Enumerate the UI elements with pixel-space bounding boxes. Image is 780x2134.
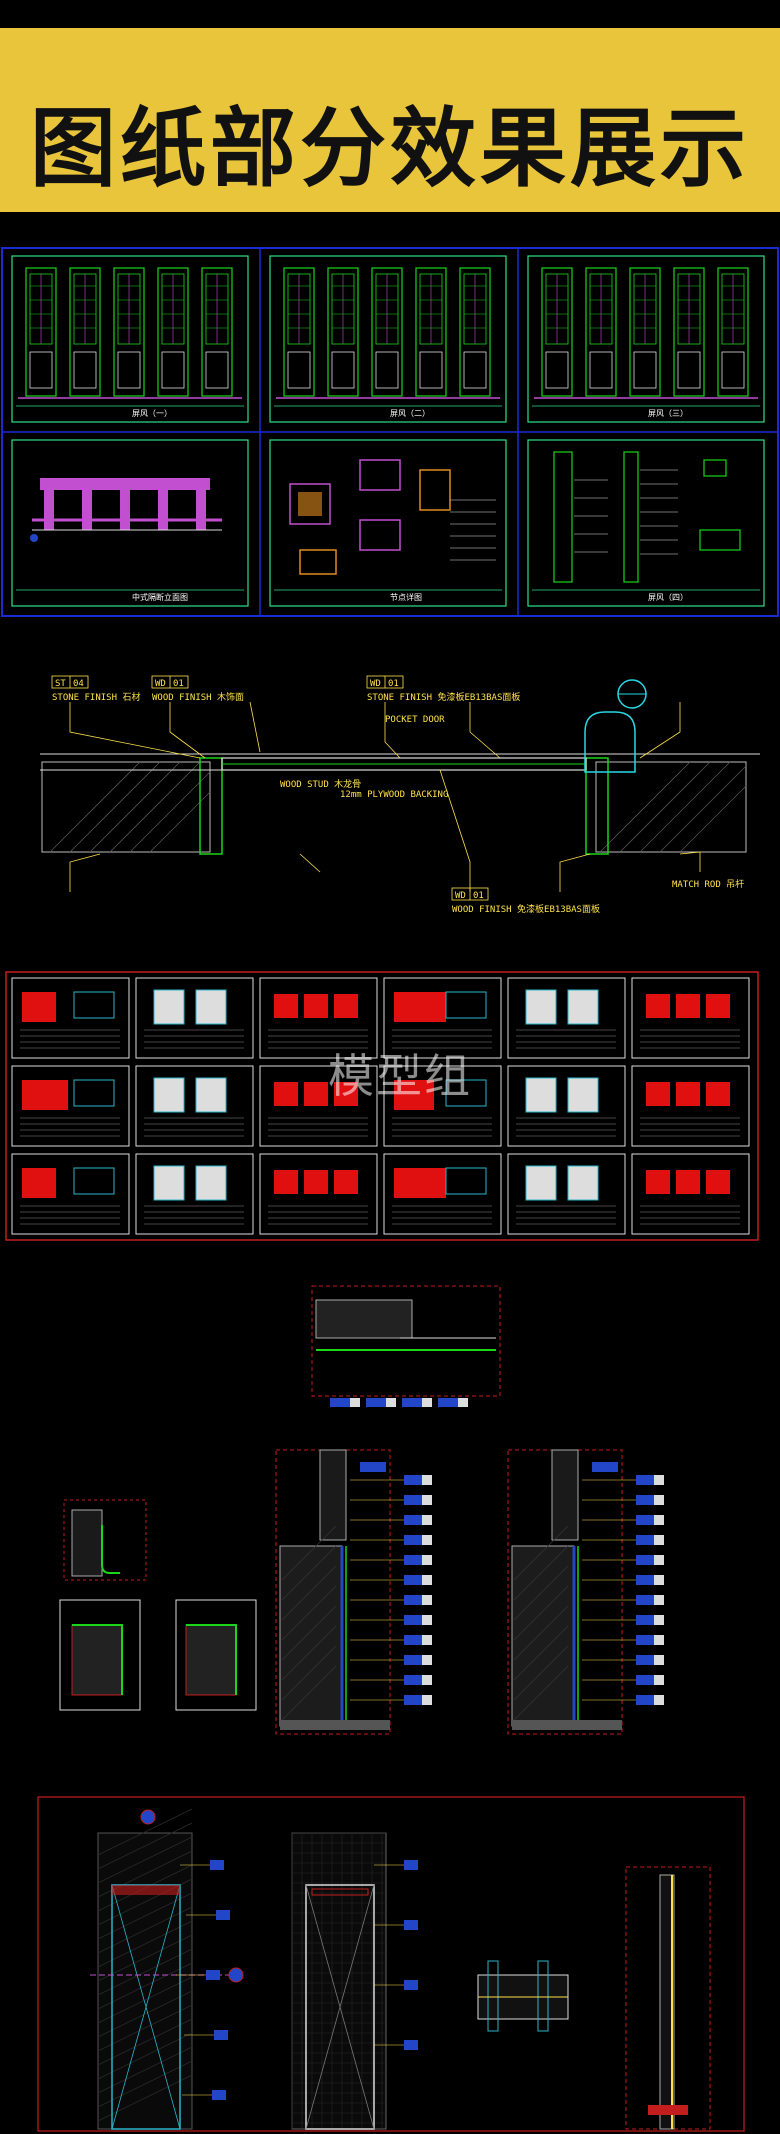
cad-sheet-6: 屏风（四）	[527, 439, 765, 607]
detail-drawings	[0, 1280, 780, 1740]
leader-tag	[374, 1980, 418, 1990]
svg-text:01: 01	[388, 679, 399, 689]
banner-title: 图纸部分效果展示	[30, 99, 750, 199]
note-plywood: 12mm PLYWOOD BACKING	[340, 790, 448, 800]
svg-text:STONE FINISH 石材: STONE FINISH 石材	[52, 691, 140, 703]
detail-tag	[366, 1398, 396, 1407]
wall-section-detail	[275, 1449, 432, 1735]
leader-tag	[176, 1970, 220, 1980]
note-rod: MATCH ROD 吊杆	[672, 878, 744, 890]
cad-sheet-3: 屏风（三）	[527, 255, 765, 423]
sheet-caption: 节点详图	[390, 592, 422, 602]
cad-sheet-2: 屏风（二）	[269, 255, 507, 423]
thumbnail-sheet	[383, 1153, 502, 1235]
sheet-caption: 屏风（一）	[132, 409, 172, 418]
svg-text:04: 04	[73, 679, 84, 689]
leader-tag	[184, 2030, 228, 2040]
cad-sheet-1: 屏风（一）	[11, 255, 249, 423]
cad-sheet-grid-top: 屏风（一） 屏风（二） 屏风（三） 中式隔断立面图 节点详图 屏风（四）	[0, 246, 780, 618]
thumbnail-sheet	[507, 977, 626, 1059]
note-wood-stud: WOOD STUD 木龙骨	[280, 778, 361, 790]
leader-tag	[180, 1860, 224, 1870]
thumbnail-sheet	[11, 977, 130, 1059]
svg-text:WD: WD	[370, 679, 381, 689]
thumbnail-sheet	[631, 1065, 750, 1147]
thumbnail-sheet	[11, 1065, 130, 1147]
cad-thumbnail-grid	[0, 970, 780, 1242]
sheet-caption: 屏风（三）	[648, 409, 688, 418]
thumbnail-sheet	[383, 1065, 502, 1147]
elevation-drawings	[0, 1795, 780, 2134]
leader-tag	[374, 2040, 418, 2050]
cad-sheet-4: 中式隔断立面图	[11, 439, 249, 607]
svg-text:01: 01	[173, 679, 184, 689]
leader-tag	[374, 1860, 418, 1870]
sheet-caption: 屏风（二）	[390, 409, 430, 418]
thumbnail-sheet	[135, 977, 254, 1059]
thumbnail-sheet	[259, 977, 378, 1059]
detail-tag	[330, 1398, 360, 1407]
svg-text:WD: WD	[455, 891, 466, 901]
note-pocket: POCKET DOOR	[385, 715, 445, 725]
leader-tag	[182, 2090, 226, 2100]
thumbnail-sheet	[507, 1153, 626, 1235]
svg-text:WOOD FINISH 免漆板EB13BAS面板: WOOD FINISH 免漆板EB13BAS面板	[452, 903, 600, 915]
leader-tag	[374, 1920, 418, 1930]
cad-sheet-5: 节点详图	[269, 439, 507, 607]
thumbnail-sheet	[11, 1153, 130, 1235]
thumbnail-sheet	[631, 1153, 750, 1235]
thumbnail-sheet	[259, 1153, 378, 1235]
leader-tag	[186, 1910, 230, 1920]
sheet-caption: 屏风（四）	[648, 593, 688, 602]
svg-text:WD: WD	[155, 679, 166, 689]
svg-text:STONE FINISH 免漆板EB13BAS面板: STONE FINISH 免漆板EB13BAS面板	[367, 691, 520, 703]
wall-section-detail	[507, 1449, 664, 1735]
title-banner: 图纸部分效果展示	[0, 28, 780, 212]
thumbnail-sheet	[135, 1065, 254, 1147]
detail-tag	[402, 1398, 432, 1407]
sheet-caption: 中式隔断立面图	[132, 592, 188, 602]
thumbnail-sheet	[631, 977, 750, 1059]
svg-text:WOOD FINISH 木饰面: WOOD FINISH 木饰面	[152, 691, 244, 703]
thumbnail-sheet	[383, 977, 502, 1059]
svg-text:ST: ST	[55, 679, 66, 689]
thumbnail-sheet	[259, 1065, 378, 1147]
watermark: 模型组	[328, 1049, 472, 1103]
thumbnail-sheet	[507, 1065, 626, 1147]
svg-text:01: 01	[473, 891, 484, 901]
thumbnail-sheet	[135, 1153, 254, 1235]
detail-tag	[438, 1398, 468, 1407]
